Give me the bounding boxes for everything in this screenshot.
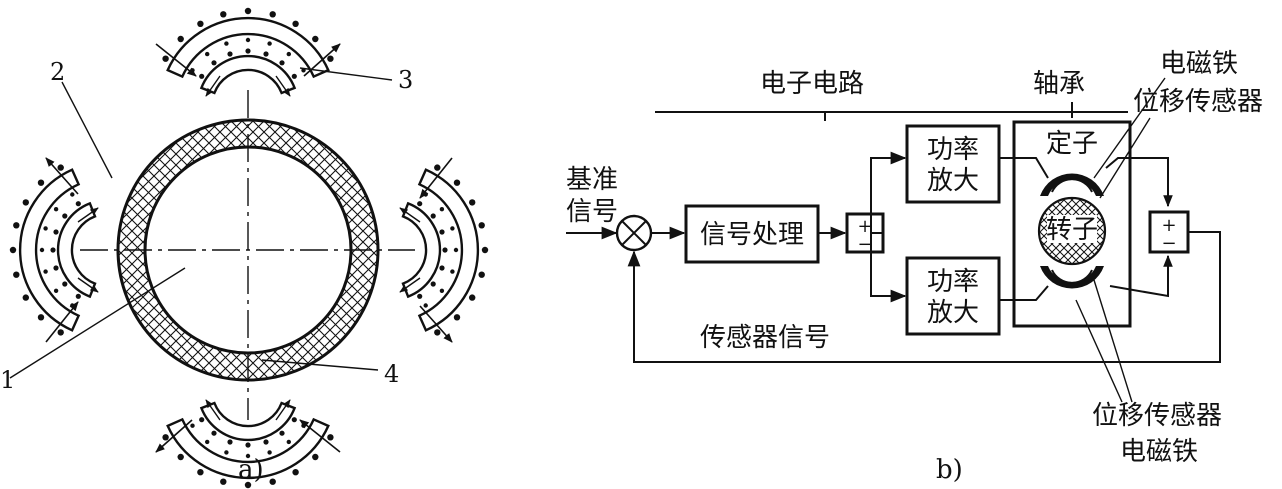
label-1: 1 xyxy=(0,366,15,394)
top-coil-wire xyxy=(999,157,1049,179)
branch-to-top-amp xyxy=(870,151,907,234)
leader-sensor-bottom xyxy=(1093,279,1133,403)
electromagnet-arc xyxy=(18,168,81,332)
signal-processing-block xyxy=(684,204,820,264)
electromagnet-arc xyxy=(166,16,330,79)
label-reference-1: 基准 xyxy=(566,165,618,195)
sensor-arc xyxy=(199,401,297,442)
sensor-arc xyxy=(401,201,442,299)
label-4: 4 xyxy=(384,360,399,388)
caption-b: b) xyxy=(936,455,963,485)
unit-left xyxy=(9,157,99,343)
leader-electromagnet-top xyxy=(1093,77,1166,179)
label-amp-top-2: 放大 xyxy=(927,166,979,196)
caption-a: a) xyxy=(238,455,264,485)
center-lines xyxy=(80,90,415,420)
diagram-a-cross-section: 2 1 3 4 a) xyxy=(0,7,489,489)
bottom-sensor-wire xyxy=(1109,254,1173,298)
top-bus xyxy=(655,102,1128,121)
splitter-minus: − xyxy=(857,234,872,255)
comparator-plus: + xyxy=(1161,215,1176,236)
splitter-plus: + xyxy=(857,216,872,237)
leader-sensor-top xyxy=(1099,117,1151,199)
label-amp-bottom-1: 功率 xyxy=(927,267,979,297)
comparator-block xyxy=(1148,210,1190,254)
comparator-minus: − xyxy=(1161,233,1176,254)
bottom-coil-wire xyxy=(999,285,1049,301)
label-sensor-signal: 传感器信号 xyxy=(700,323,830,353)
sensor-arc xyxy=(199,54,297,95)
label-amp-bottom-2: 放大 xyxy=(927,298,979,328)
summing-junction xyxy=(615,214,653,252)
label-sensor-bottom: 位移传感器 xyxy=(1092,401,1222,431)
label-3: 3 xyxy=(398,66,413,94)
bearing-electromagnets xyxy=(1040,173,1104,289)
label-electromagnet-bottom: 电磁铁 xyxy=(1120,437,1198,467)
power-amp-bottom xyxy=(905,256,1001,336)
label-rotor: 转子 xyxy=(1046,215,1098,245)
unit-bottom xyxy=(155,399,341,489)
electromagnet-arc xyxy=(166,417,330,480)
label-reference-2: 信号 xyxy=(566,197,618,227)
label-bearing: 轴承 xyxy=(1033,69,1085,99)
diagram-b-control-block: 电子电路 轴承 电磁铁 位移传感器 基准 信号 信号处理 + − 功率 放大 功… xyxy=(566,49,1263,485)
power-amp-top xyxy=(905,124,1001,204)
electromagnet-arc xyxy=(417,168,480,332)
label-stator: 定子 xyxy=(1046,129,1098,159)
label-2: 2 xyxy=(50,58,65,86)
label-electromagnet-top: 电磁铁 xyxy=(1160,49,1238,79)
label-sensor-top: 位移传感器 xyxy=(1133,87,1263,117)
leader-electromagnet-bottom xyxy=(1075,299,1123,403)
label-signal-processing: 信号处理 xyxy=(700,220,804,250)
feedback-loop xyxy=(627,231,1221,363)
label-amp-top-1: 功率 xyxy=(927,135,979,165)
branch-to-bottom-amp xyxy=(870,233,907,303)
unit-right xyxy=(399,157,489,343)
electromagnet-units xyxy=(9,7,489,489)
top-sensor-wire xyxy=(1105,157,1173,208)
label-electronic-circuit: 电子电路 xyxy=(760,69,864,99)
unit-top xyxy=(155,7,341,97)
number-leaders xyxy=(9,67,393,379)
sensor-arc xyxy=(56,201,97,299)
